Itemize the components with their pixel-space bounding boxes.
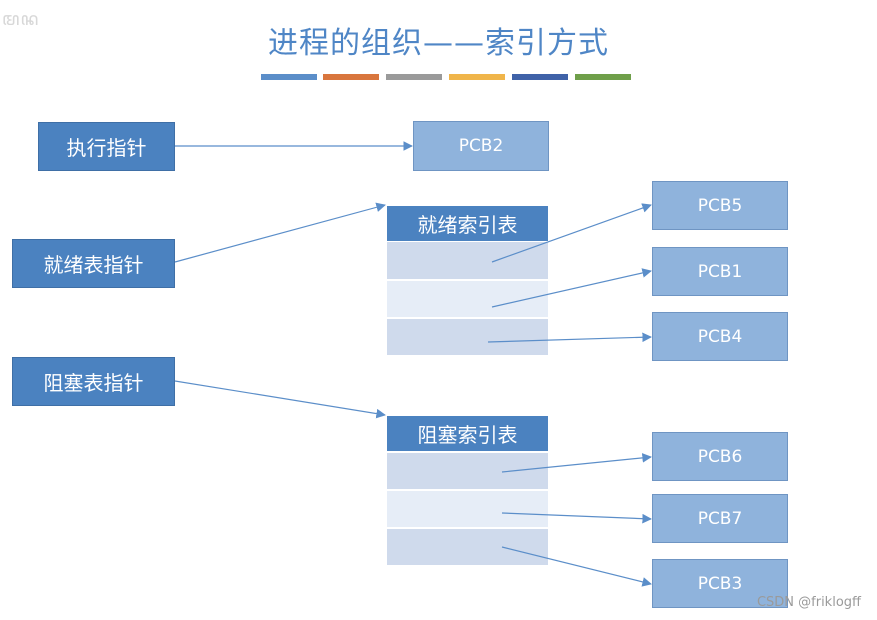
color-bar-4 <box>449 74 505 80</box>
blocked-pointer-box: 阻塞表指针 <box>12 357 175 406</box>
pcb2-label: PCB2 <box>458 136 504 156</box>
color-bar-2 <box>323 74 379 80</box>
page-title: 进程的组织——索引方式 <box>268 26 609 61</box>
color-bar-5 <box>512 74 568 80</box>
pcb5-label: PCB5 <box>697 195 743 216</box>
blocked-index-table-header: 阻塞索引表 <box>387 416 548 451</box>
pcb4-label: PCB4 <box>697 326 743 347</box>
exec-pointer-label: 执行指针 <box>66 136 147 160</box>
ready-pointer-box: 就绪表指针 <box>12 239 175 288</box>
ready-index-table-title: 就绪索引表 <box>417 213 518 237</box>
pcb3-label: PCB3 <box>697 573 743 594</box>
ready-index-row-1 <box>387 242 548 279</box>
arrow-blocked-row3-to-pcb3 <box>501 546 652 587</box>
arrow-blocked-row1-to-pcb6 <box>501 453 652 473</box>
pcb7-box: PCB7 <box>652 494 788 543</box>
arrow-ready-row1-to-pcb5 <box>491 203 652 263</box>
pcb1-box: PCB1 <box>652 247 788 296</box>
exec-pointer-box: 执行指针 <box>38 122 175 171</box>
color-bar-1 <box>261 74 317 80</box>
watermark-logo: ꦩꦤ <box>2 9 40 30</box>
credit-watermark: CSDN @friklogff <box>756 595 861 610</box>
arrow-ready-row3-to-pcb4 <box>487 332 652 343</box>
ready-pointer-label: 就绪表指针 <box>43 253 144 277</box>
ready-index-row-2 <box>387 281 548 317</box>
blocked-index-table-title: 阻塞索引表 <box>417 423 518 447</box>
color-bar-3 <box>386 74 442 80</box>
pcb7-label: PCB7 <box>697 508 743 529</box>
pcb6-label: PCB6 <box>697 446 743 467</box>
blocked-index-row-2 <box>387 491 548 527</box>
ready-index-table-header: 就绪索引表 <box>387 206 548 241</box>
arrow-blocked-pointer-to-table <box>174 380 386 419</box>
pcb6-box: PCB6 <box>652 432 788 481</box>
pcb3-box: PCB3 <box>652 559 788 608</box>
pcb2-box: PCB2 <box>413 121 549 171</box>
ready-index-row-3 <box>387 319 548 355</box>
arrow-blocked-row2-to-pcb7 <box>501 512 652 524</box>
arrow-ready-row2-to-pcb1 <box>491 268 652 308</box>
pcb4-box: PCB4 <box>652 312 788 361</box>
blocked-pointer-label: 阻塞表指针 <box>43 371 144 395</box>
pcb1-label: PCB1 <box>697 261 743 282</box>
blocked-index-row-1 <box>387 453 548 489</box>
pcb5-box: PCB5 <box>652 181 788 230</box>
blocked-index-row-3 <box>387 529 548 565</box>
arrow-ready-pointer-to-table <box>174 202 386 263</box>
color-bar-6 <box>575 74 631 80</box>
